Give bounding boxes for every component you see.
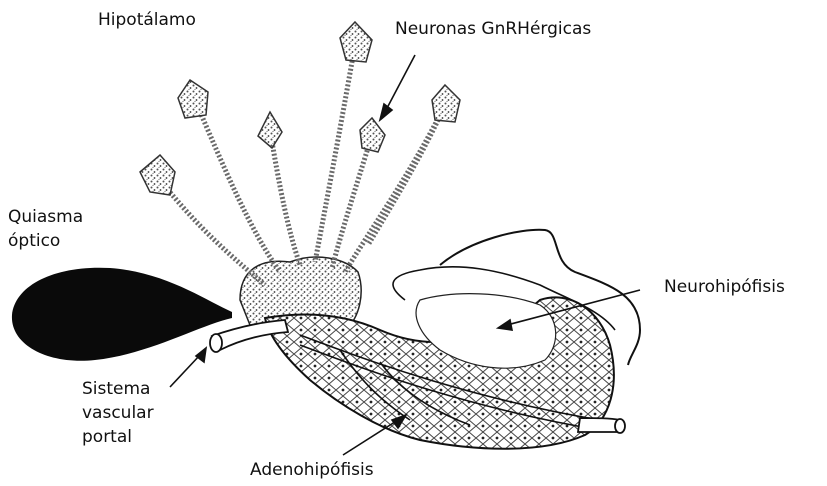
label-gnrh-neurons: Neuronas GnRHérgicas xyxy=(395,18,591,40)
label-portal-line2: vascular xyxy=(82,401,154,425)
label-neurohypophysis: Neurohipófisis xyxy=(664,276,785,298)
label-optic-chiasm-line2: óptico xyxy=(8,229,83,253)
label-portal-system: Sistema vascular portal xyxy=(82,377,154,449)
label-hypothalamus: Hipotálamo xyxy=(98,9,196,31)
label-portal-line3: portal xyxy=(82,425,154,449)
gnrh-axons xyxy=(160,45,445,285)
label-adenohypophysis: Adenohipófisis xyxy=(250,459,374,481)
label-optic-chiasm-line1: Quiasma xyxy=(8,205,83,229)
label-optic-chiasm: Quiasma óptico xyxy=(8,205,83,253)
optic-chiasm-shape xyxy=(12,268,232,361)
label-portal-line1: Sistema xyxy=(82,377,154,401)
